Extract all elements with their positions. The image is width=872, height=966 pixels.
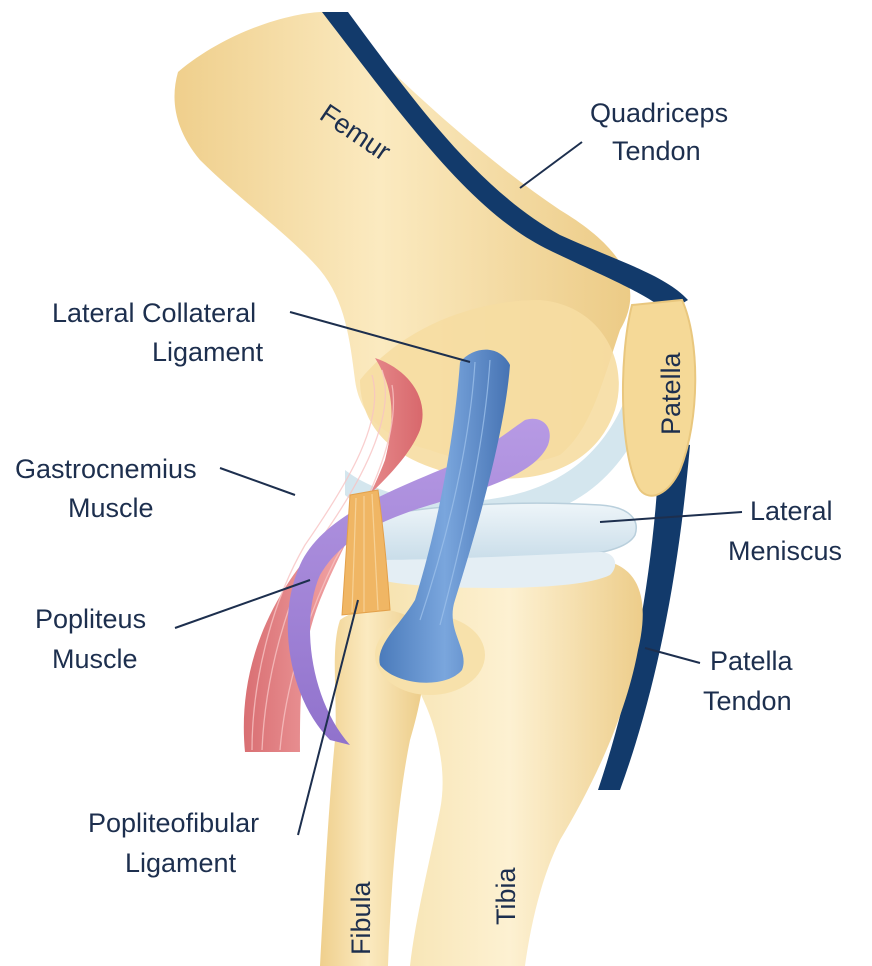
fibula-label: Fibula — [346, 880, 376, 955]
quadriceps-tendon-label: Quadriceps Tendon — [590, 98, 736, 166]
popliteofibular-ligament-label: Popliteofibular Ligament — [88, 808, 267, 878]
patella-tendon-label: Patella Tendon — [703, 646, 800, 716]
lateral-collateral-ligament-label: Lateral Collateral Ligament — [52, 298, 264, 367]
patella-label: Patella — [656, 351, 686, 435]
popliteus-muscle-label: Popliteus Muscle — [35, 604, 154, 674]
gastrocnemius-muscle-label: Gastrocnemius Muscle — [15, 454, 204, 523]
tibia-label: Tibia — [491, 866, 521, 925]
gastrocnemius-leader — [220, 468, 295, 495]
quadriceps-tendon-leader — [520, 142, 582, 188]
lateral-meniscus-label: Lateral Meniscus — [728, 496, 842, 566]
